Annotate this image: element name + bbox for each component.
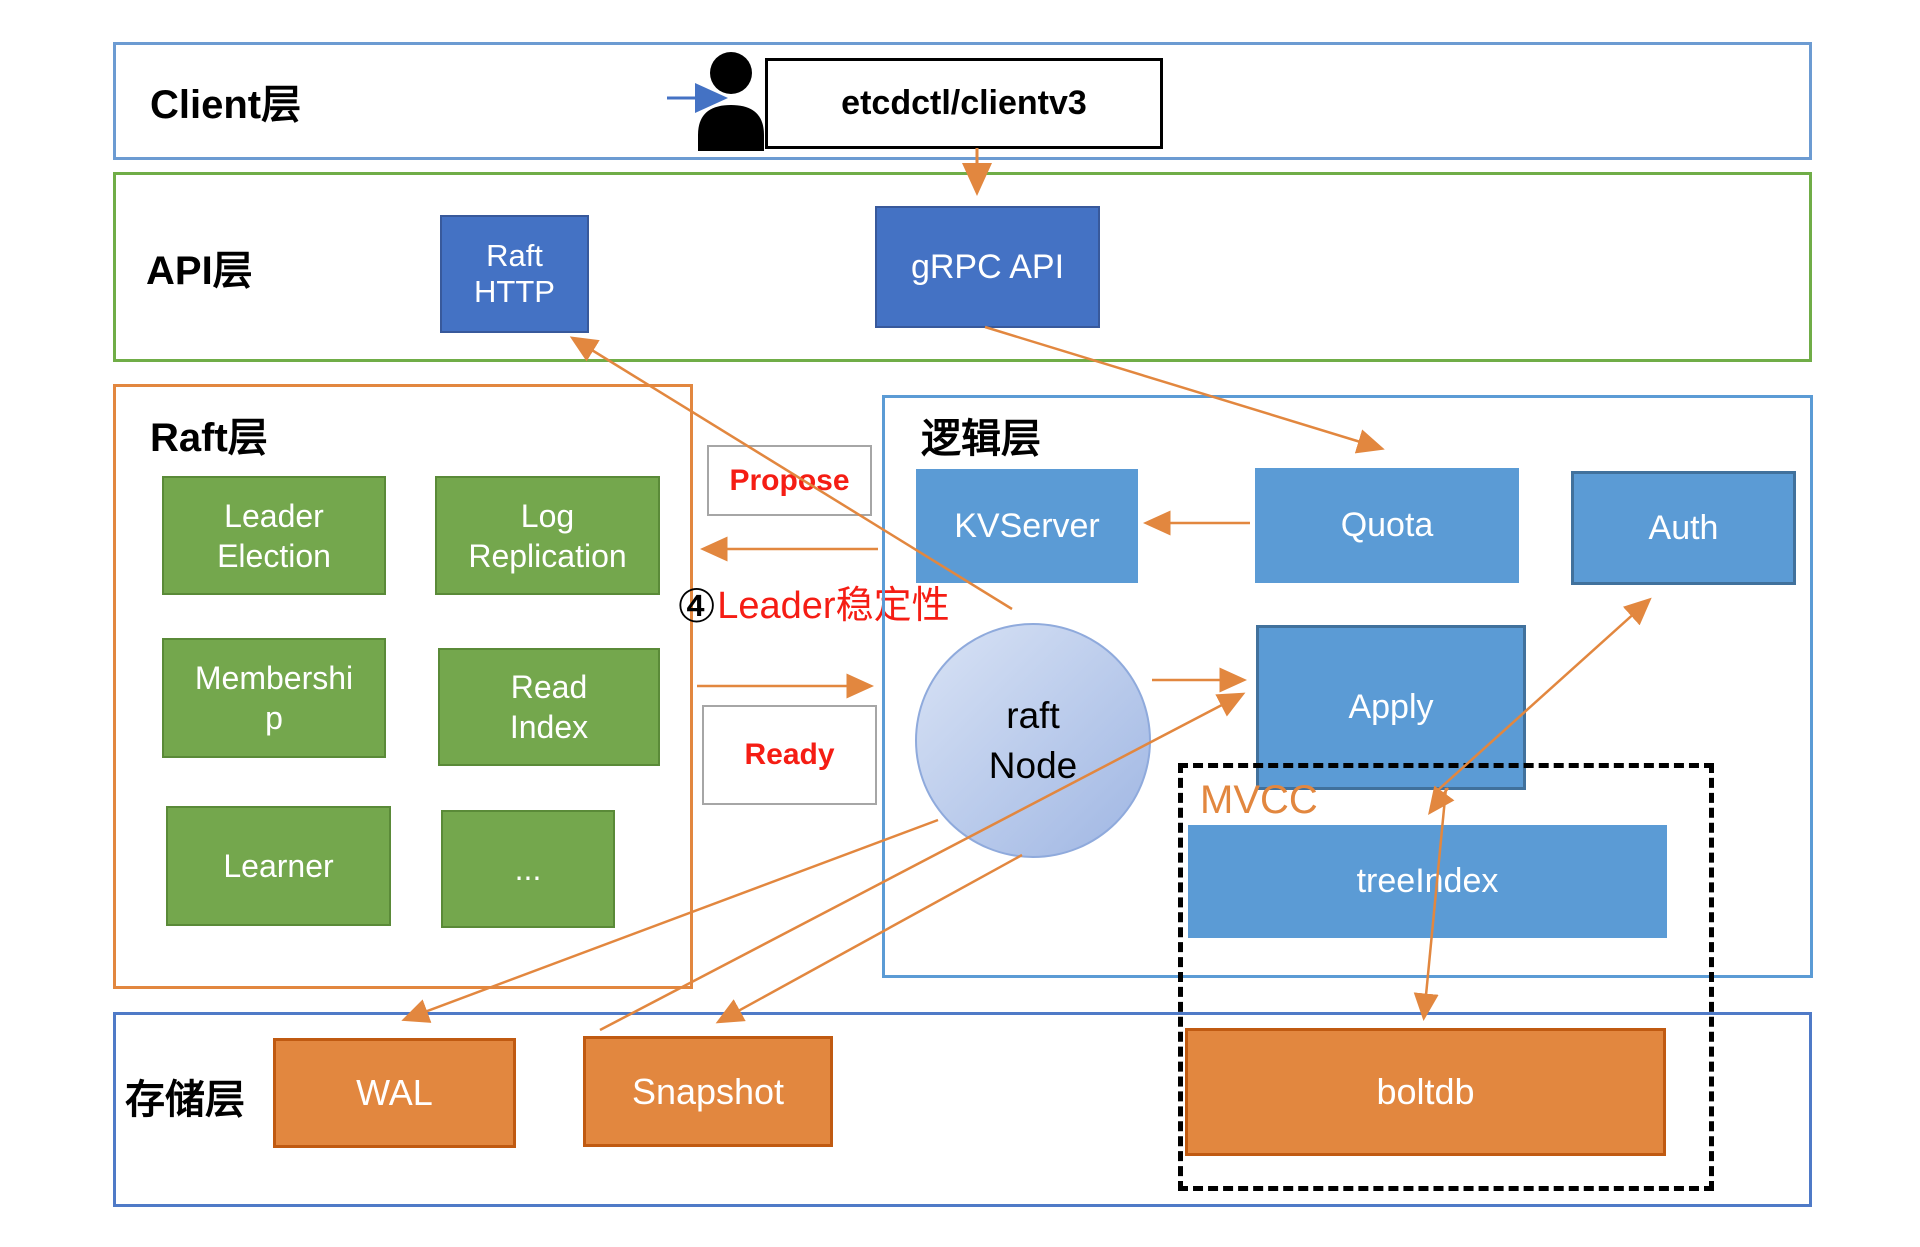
treeindex-label: treeIndex [1356, 862, 1499, 900]
propose-label-box: Propose [707, 445, 872, 516]
apply-label: Apply [1348, 688, 1434, 726]
quota-box: Quota [1255, 468, 1519, 583]
learner-box: Learner [166, 806, 391, 926]
quota-label: Quota [1340, 506, 1434, 544]
raft-node-label-line2: Node [988, 744, 1078, 786]
etcdctl-clientv3-box: etcdctl/clientv3 [765, 58, 1163, 149]
boltdb-box: boltdb [1185, 1028, 1666, 1156]
ellipsis-label: ... [514, 851, 542, 887]
auth-label: Auth [1648, 508, 1719, 547]
raft-node-label-line1: raft [1006, 694, 1060, 736]
etcdctl-clientv3-label: etcdctl/clientv3 [841, 84, 1087, 122]
snapshot-label: Snapshot [631, 1070, 785, 1112]
mvcc-dashed-region: MVCC treeIndex [1178, 763, 1714, 1191]
ellipsis-box: ... [441, 810, 615, 928]
read-index-box: Read Index [438, 648, 660, 766]
layer-logic-label: 逻辑层 [921, 417, 1041, 461]
membership-label: Membership [194, 660, 354, 736]
ready-label-box: Ready [702, 705, 877, 805]
boltdb-label: boltdb [1376, 1071, 1475, 1112]
raft-node-ellipse: raft Node [915, 623, 1151, 858]
mvcc-label: MVCC [1200, 778, 1318, 822]
log-replication-box: Log Replication [435, 476, 660, 595]
auth-box: Auth [1571, 471, 1796, 585]
layer-raft-label: Raft层 [150, 416, 268, 460]
snapshot-box: Snapshot [583, 1036, 833, 1147]
read-index-label: Read Index [509, 669, 589, 745]
propose-label: Propose [729, 463, 850, 497]
layer-api: API层 Raft HTTP gRPC API [113, 172, 1812, 362]
log-replication-label: Log Replication [468, 497, 627, 574]
wal-box: WAL [273, 1038, 516, 1148]
learner-label: Learner [223, 848, 334, 884]
annotation-number: ④ [676, 580, 718, 632]
kvserver-box: KVServer [916, 469, 1138, 583]
layer-storage-label: 存储层 [125, 1078, 245, 1122]
grpc-api-label: gRPC API [910, 247, 1065, 286]
raft-http-label: Raft HTTP [474, 238, 555, 309]
raft-http-box: Raft HTTP [440, 215, 589, 333]
ready-label: Ready [744, 738, 835, 771]
layer-client: Client层 etcdctl/clientv3 [113, 42, 1812, 160]
leader-election-box: Leader Election [162, 476, 386, 595]
layer-api-label: API层 [146, 249, 253, 293]
person-icon [698, 52, 764, 151]
leader-election-label: Leader Election [217, 497, 331, 574]
treeindex-box: treeIndex [1188, 825, 1667, 938]
layer-raft: Raft层 Leader Election Log Replication Me… [113, 384, 693, 989]
wal-label: WAL [356, 1072, 433, 1113]
grpc-api-box: gRPC API [875, 206, 1100, 328]
layer-client-label: Client层 [150, 83, 302, 127]
kvserver-label: KVServer [954, 506, 1100, 545]
membership-box: Membership [162, 638, 386, 758]
